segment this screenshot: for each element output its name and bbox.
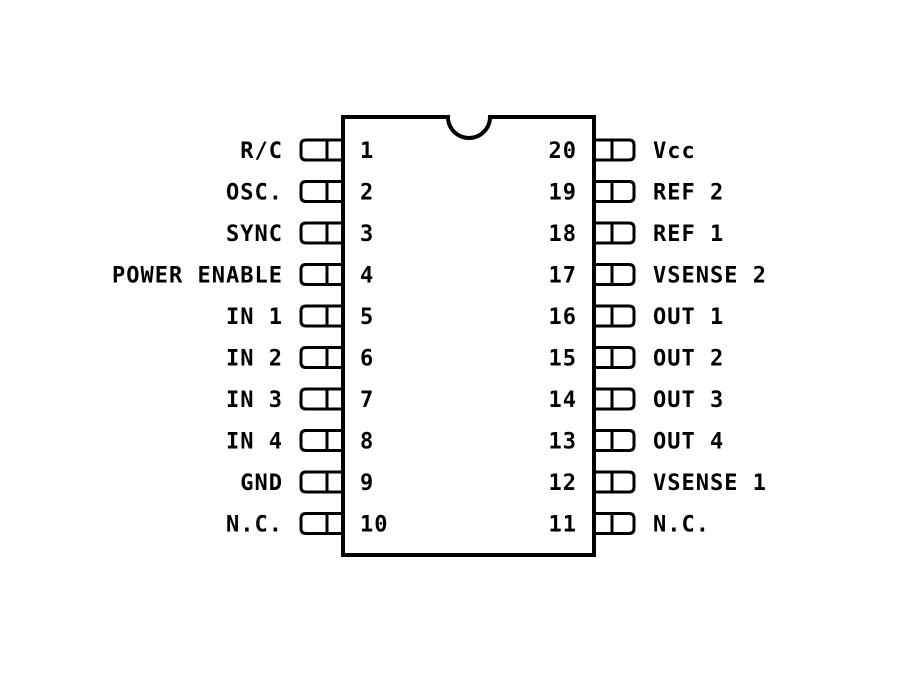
- left-pin-8-label: IN 4: [226, 430, 283, 455]
- right-pin-11-number: 11: [549, 513, 578, 538]
- left-pin-4-number: 4: [360, 264, 374, 289]
- left-pin-2-label: OSC.: [226, 181, 283, 206]
- left-pin-10-number: 10: [360, 513, 389, 538]
- left-pin-2-number: 2: [360, 181, 374, 206]
- left-pin-4-lead: [299, 263, 343, 286]
- left-pin-3-label: SYNC: [226, 222, 283, 247]
- right-pin-13-number: 13: [549, 430, 578, 455]
- left-pin-9-lead: [299, 470, 343, 494]
- left-pin-9-label: GND: [240, 471, 283, 496]
- right-pin-15-lead: [594, 346, 636, 369]
- right-pin-11-label: N.C.: [653, 513, 710, 538]
- left-pin-10-lead: [299, 512, 343, 535]
- right-pin-17-lead: [594, 263, 636, 286]
- left-pin-1-label: R/C: [240, 139, 283, 164]
- left-pin-1-lead: [299, 138, 343, 162]
- left-pin-5-number: 5: [360, 305, 374, 330]
- left-pin-7-number: 7: [360, 388, 374, 413]
- left-pin-7-lead: [299, 387, 343, 411]
- right-pin-18-label: REF 1: [653, 222, 724, 247]
- right-pin-15-number: 15: [549, 347, 578, 372]
- left-pin-4-label: POWER ENABLE: [112, 264, 283, 289]
- left-pin-10-label: N.C.: [226, 513, 283, 538]
- right-pin-12-label: VSENSE 1: [653, 471, 767, 496]
- left-pin-5-lead: [299, 304, 343, 328]
- right-pin-16-number: 16: [549, 305, 578, 330]
- left-pin-3-lead: [299, 221, 343, 245]
- right-pin-18-lead: [594, 221, 636, 245]
- left-pin-6-number: 6: [360, 347, 374, 372]
- right-pin-13-lead: [594, 429, 636, 452]
- right-pin-16-lead: [594, 304, 636, 328]
- right-pin-19-lead: [594, 180, 636, 203]
- right-pin-11-lead: [594, 512, 636, 535]
- left-pin-2-lead: [299, 180, 343, 203]
- right-pin-18-number: 18: [549, 222, 578, 247]
- left-pin-9-number: 9: [360, 471, 374, 496]
- left-pin-8-lead: [299, 429, 343, 452]
- right-pin-19-label: REF 2: [653, 181, 724, 206]
- right-pin-13-label: OUT 4: [653, 430, 724, 455]
- right-pin-17-number: 17: [549, 264, 578, 289]
- right-pin-12-lead: [594, 470, 636, 494]
- left-pin-1-number: 1: [360, 139, 374, 164]
- left-pin-7-label: IN 3: [226, 388, 283, 413]
- right-pin-14-number: 14: [549, 388, 578, 413]
- left-pin-3-number: 3: [360, 222, 374, 247]
- chip-body: [341, 115, 596, 557]
- right-pin-14-lead: [594, 387, 636, 411]
- right-pin-17-label: VSENSE 2: [653, 264, 767, 289]
- right-pin-14-label: OUT 3: [653, 388, 724, 413]
- right-pin-16-label: OUT 1: [653, 305, 724, 330]
- right-pin-20-number: 20: [549, 139, 578, 164]
- left-pin-6-lead: [299, 346, 343, 369]
- left-pin-5-label: IN 1: [226, 305, 283, 330]
- right-pin-12-number: 12: [549, 471, 578, 496]
- right-pin-19-number: 19: [549, 181, 578, 206]
- left-pin-6-label: IN 2: [226, 347, 283, 372]
- right-pin-15-label: OUT 2: [653, 347, 724, 372]
- right-pin-20-label: Vcc: [653, 139, 696, 164]
- left-pin-8-number: 8: [360, 430, 374, 455]
- right-pin-20-lead: [594, 138, 636, 162]
